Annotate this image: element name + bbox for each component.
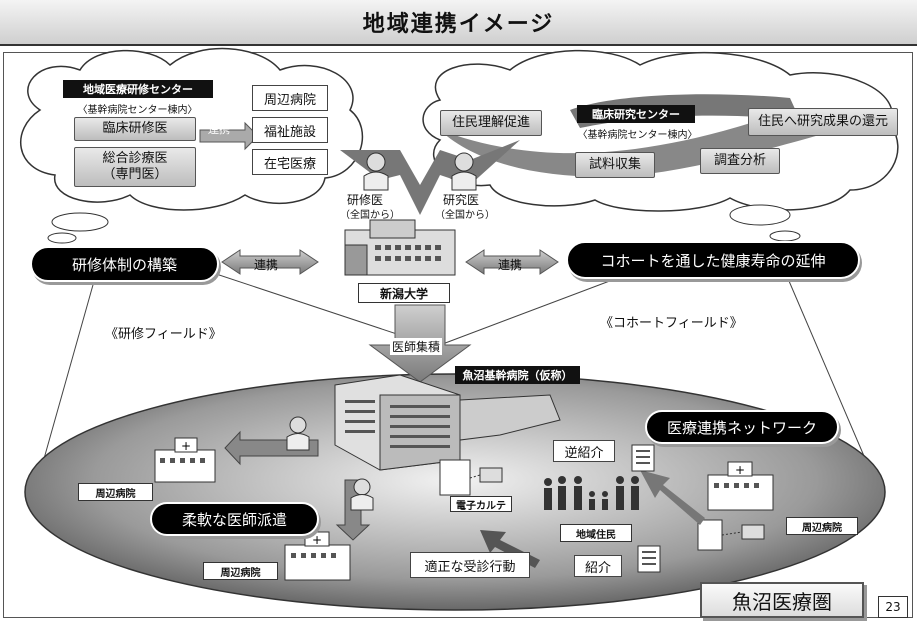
cohort-field-label: 《コホートフィールド》 (600, 316, 743, 331)
researcher-label: 研究医 (443, 193, 480, 207)
researcher-doctor-icon (451, 152, 477, 191)
hospital-icon-bottom: + (284, 531, 351, 581)
right-server-icon (697, 519, 765, 551)
hospital-right-label: 周辺病院 (786, 517, 858, 535)
research-center-location: 〈基幹病院センター棟内〉 (577, 130, 698, 141)
return-results-box: 住民へ研究成果の還元 (748, 108, 898, 136)
survey-analysis-box: 調査分析 (700, 148, 780, 174)
svg-text:+: + (735, 463, 745, 477)
document-icon-2 (637, 545, 661, 573)
trainee-origin: （全国から） (340, 210, 400, 221)
dispatch-doctor-icon-2 (350, 478, 374, 511)
facility-home-care: 在宅医療 (252, 149, 328, 175)
training-center-location: 〈基幹病院センター棟内〉 (77, 105, 198, 116)
general-physician-box: 総合診療医 （専門医） (74, 147, 196, 187)
diagram-frame (3, 52, 913, 618)
dispatch-pill: 柔軟な医師派遣 (150, 502, 319, 536)
trainee-label: 研修医 (347, 193, 384, 207)
svg-text:+: + (181, 439, 191, 453)
hospital-left-label: 周辺病院 (78, 483, 153, 501)
page-number: 23 (878, 596, 908, 618)
right-link-label: 連携 (498, 258, 523, 272)
facility-welfare: 福祉施設 (252, 117, 328, 143)
dispatch-doctor-icon-1 (286, 416, 310, 451)
title-bar (0, 0, 917, 46)
emr-label: 電子カルテ (450, 496, 512, 512)
researcher-origin: （全国から） (435, 210, 495, 221)
consult-behavior-label: 適正な受診行動 (410, 552, 530, 578)
page-title: 地域連携イメージ (362, 12, 555, 37)
main-hospital-building-icon (334, 374, 561, 471)
main-hospital-label: 魚沼基幹病院（仮称） (455, 366, 580, 384)
university-building-icon (344, 219, 456, 276)
svg-text:+: + (312, 533, 322, 547)
left-link-label: 連携 (254, 258, 279, 272)
training-field-label: 《研修フィールド》 (105, 327, 222, 342)
residents-label: 地域住民 (560, 524, 632, 542)
university-label: 新潟大学 (358, 283, 450, 303)
network-pill: 医療連携ネットワーク (645, 410, 839, 444)
gather-label: 医師集積 (390, 338, 443, 355)
sample-collection-box: 試料収集 (575, 152, 655, 178)
resident-box: 臨床研修医 (74, 117, 196, 141)
hospital-bottom-label: 周辺病院 (203, 562, 278, 580)
research-center-label: 臨床研究センター (577, 105, 695, 123)
referral-label: 紹介 (574, 555, 622, 577)
training-center-label: 地域医療研修センター (63, 80, 213, 98)
residents-icon (544, 476, 639, 510)
cohort-pill: コホートを通した健康寿命の延伸 (566, 241, 860, 279)
facility-hospital: 周辺病院 (252, 85, 328, 111)
area-badge: 魚沼医療圏 (700, 582, 864, 618)
hospital-icon-left: + (154, 437, 216, 483)
reverse-referral-label: 逆紹介 (553, 440, 615, 462)
training-system-pill: 研修体制の構築 (30, 246, 219, 282)
trainee-doctor-icon (363, 152, 389, 191)
left-cloud-link-label: 連携 (208, 123, 230, 136)
document-icon-1 (631, 444, 655, 472)
promote-understanding-box: 住民理解促進 (440, 110, 542, 136)
hospital-icon-right: + (707, 461, 774, 511)
emr-server-icon (439, 459, 503, 496)
